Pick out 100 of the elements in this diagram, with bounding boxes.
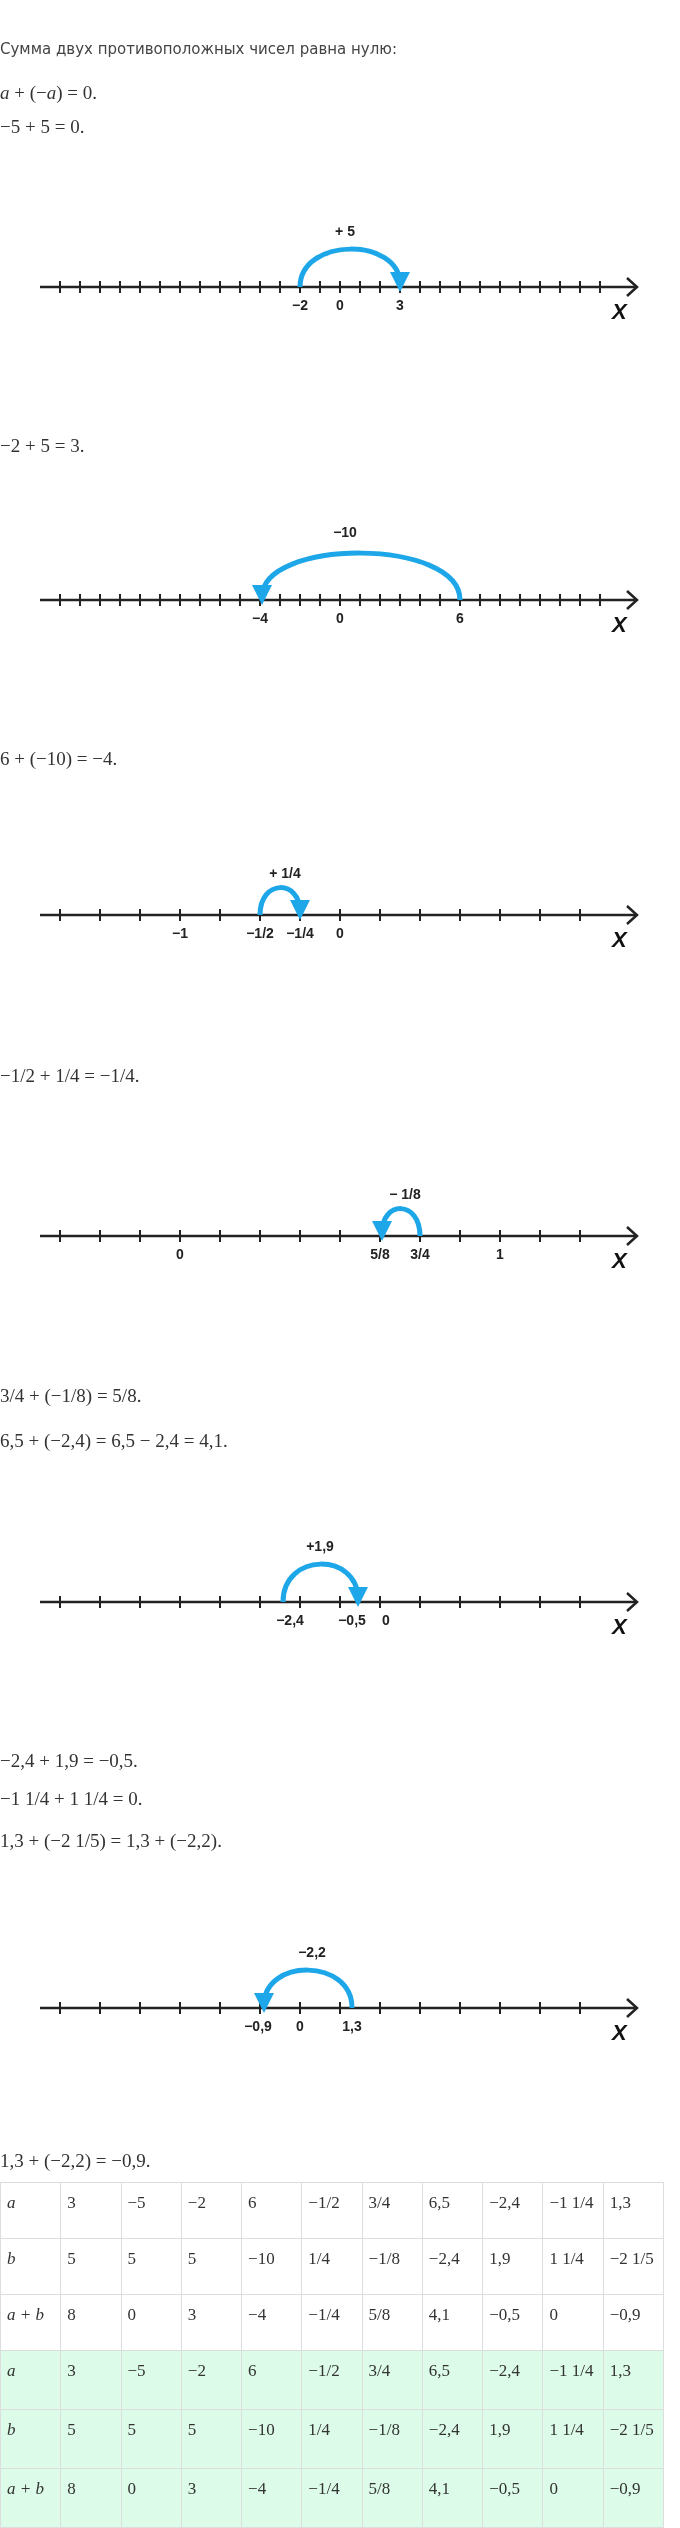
tick-label: 0 xyxy=(296,2018,304,2034)
equation: −2 + 5 = 3. xyxy=(0,435,85,457)
table-cell: −10 xyxy=(241,2238,302,2295)
tick-label: −1/4 xyxy=(286,925,314,941)
table-cell: 6,5 xyxy=(422,2182,483,2239)
tick-label: −4 xyxy=(252,610,268,626)
axis-label: X xyxy=(612,612,627,638)
table-cell: 1 1/4 xyxy=(542,2238,604,2295)
instruction-text: Сумма двух противоположных чисел равна нулю: xyxy=(0,40,397,58)
axis-label: X xyxy=(612,1248,627,1274)
tick-label: 0 xyxy=(336,610,344,626)
table-cell: 1,3 xyxy=(603,2182,664,2239)
table-cell: 1/4 xyxy=(301,2238,363,2295)
table-cell: 3 xyxy=(181,2468,242,2528)
equation: 6,5 + (−2,4) = 6,5 − 2,4 = 4,1. xyxy=(0,1430,228,1452)
row-header-cell: b xyxy=(0,2238,61,2295)
tick-label: 0 xyxy=(336,925,344,941)
row-header-cell: a + b xyxy=(0,2468,61,2528)
equation: −1/2 + 1/4 = −1/4. xyxy=(0,1065,140,1087)
table-cell: −2,4 xyxy=(422,2409,483,2469)
tick-label: 0 xyxy=(176,1246,184,1262)
row-header-cell: b xyxy=(0,2409,61,2469)
row-header-cell: a xyxy=(0,2350,61,2410)
tick-label: 3/4 xyxy=(410,1246,430,1262)
step-label: −10 xyxy=(333,524,357,540)
step-label: + 1/4 xyxy=(269,865,301,881)
tick-label: −1/2 xyxy=(246,925,274,941)
table-cell: 1 1/4 xyxy=(542,2409,604,2469)
row-header-cell: a xyxy=(0,2182,61,2239)
table-cell: −5 xyxy=(121,2350,182,2410)
equation: −1 1/4 + 1 1/4 = 0. xyxy=(0,1788,143,1810)
equation: 6 + (−10) = −4. xyxy=(0,748,118,770)
step-label: + 5 xyxy=(335,223,355,239)
table-cell: 3 xyxy=(60,2182,122,2239)
tick-label: 6 xyxy=(456,610,464,626)
table-cell: −2 xyxy=(181,2350,242,2410)
table-cell: 5 xyxy=(181,2238,242,2295)
axis-label: X xyxy=(612,927,627,953)
tick-label: −0,9 xyxy=(244,2018,272,2034)
table-cell: −2,4 xyxy=(482,2350,543,2410)
equation: −2,4 + 1,9 = −0,5. xyxy=(0,1750,138,1772)
equation: −5 + 5 = 0. xyxy=(0,116,85,138)
table-cell: −1/8 xyxy=(362,2238,423,2295)
table-cell: −1/8 xyxy=(362,2409,423,2469)
table-cell: −10 xyxy=(241,2409,302,2469)
axis-label: X xyxy=(612,1614,627,1640)
step-label: − 1/8 xyxy=(389,1186,421,1202)
tick-label: 0 xyxy=(382,1612,390,1628)
table-cell: 0 xyxy=(542,2468,604,2528)
table-cell: 3 xyxy=(60,2350,122,2410)
table-cell: 5 xyxy=(121,2409,182,2469)
table-cell: −1/2 xyxy=(301,2182,363,2239)
table-cell: −4 xyxy=(241,2468,302,2528)
tick-label: 1,3 xyxy=(342,2018,362,2034)
table-cell: 6 xyxy=(241,2182,302,2239)
table-cell: 5 xyxy=(181,2409,242,2469)
equation: a + (−a) = 0. xyxy=(0,82,98,104)
table-cell: −2,4 xyxy=(482,2182,543,2239)
table-cell: 6 xyxy=(241,2350,302,2410)
table-cell: −2 xyxy=(181,2182,242,2239)
tick-label: 5/8 xyxy=(370,1246,390,1262)
table-cell: 5 xyxy=(121,2238,182,2295)
table-cell: −5 xyxy=(121,2182,182,2239)
table-cell: 1,9 xyxy=(482,2409,543,2469)
axis-label: X xyxy=(612,2020,627,2046)
tick-label: 1 xyxy=(496,1246,504,1262)
table-cell: 3/4 xyxy=(362,2182,423,2239)
tick-label: 3 xyxy=(396,297,404,313)
table-cell: 6,5 xyxy=(422,2350,483,2410)
table-cell: −2,4 xyxy=(422,2238,483,2295)
tick-label: −2,4 xyxy=(276,1612,304,1628)
equation: 1,3 + (−2 1/5) = 1,3 + (−2,2). xyxy=(0,1830,222,1852)
tick-label: 0 xyxy=(336,297,344,313)
table-cell: 5 xyxy=(60,2409,122,2469)
table-cell: 8 xyxy=(60,2468,122,2528)
table-cell: −0,5 xyxy=(482,2468,543,2528)
table-cell: 1,3 xyxy=(603,2350,664,2410)
table-cell: 1/4 xyxy=(301,2409,363,2469)
table-cell: 1,9 xyxy=(482,2238,543,2295)
table-cell: −2 1/5 xyxy=(603,2409,664,2469)
table-cell: −2 1/5 xyxy=(603,2238,664,2295)
step-label: −2,2 xyxy=(298,1944,326,1960)
step-label: +1,9 xyxy=(306,1538,334,1554)
table-cell: −1/4 xyxy=(301,2468,363,2528)
table-cell: −1 1/4 xyxy=(542,2350,604,2410)
tick-label: −2 xyxy=(292,297,308,313)
table-cell: −1 1/4 xyxy=(542,2182,604,2239)
table-cell: 0 xyxy=(121,2468,182,2528)
equation: 3/4 + (−1/8) = 5/8. xyxy=(0,1385,142,1407)
table-cell: −0,9 xyxy=(603,2468,664,2528)
tick-label: −0,5 xyxy=(338,1612,366,1628)
table-cell: 5/8 xyxy=(362,2468,423,2528)
row-header-cell: a + b xyxy=(0,2294,61,2351)
table-cell: 5 xyxy=(60,2238,122,2295)
table-cell: 4,1 xyxy=(422,2468,483,2528)
table-cell: −1/2 xyxy=(301,2350,363,2410)
equation: 1,3 + (−2,2) = −0,9. xyxy=(0,2150,151,2172)
tick-label: −1 xyxy=(172,925,188,941)
table-cell: 3/4 xyxy=(362,2350,423,2410)
axis-label: X xyxy=(612,299,627,325)
